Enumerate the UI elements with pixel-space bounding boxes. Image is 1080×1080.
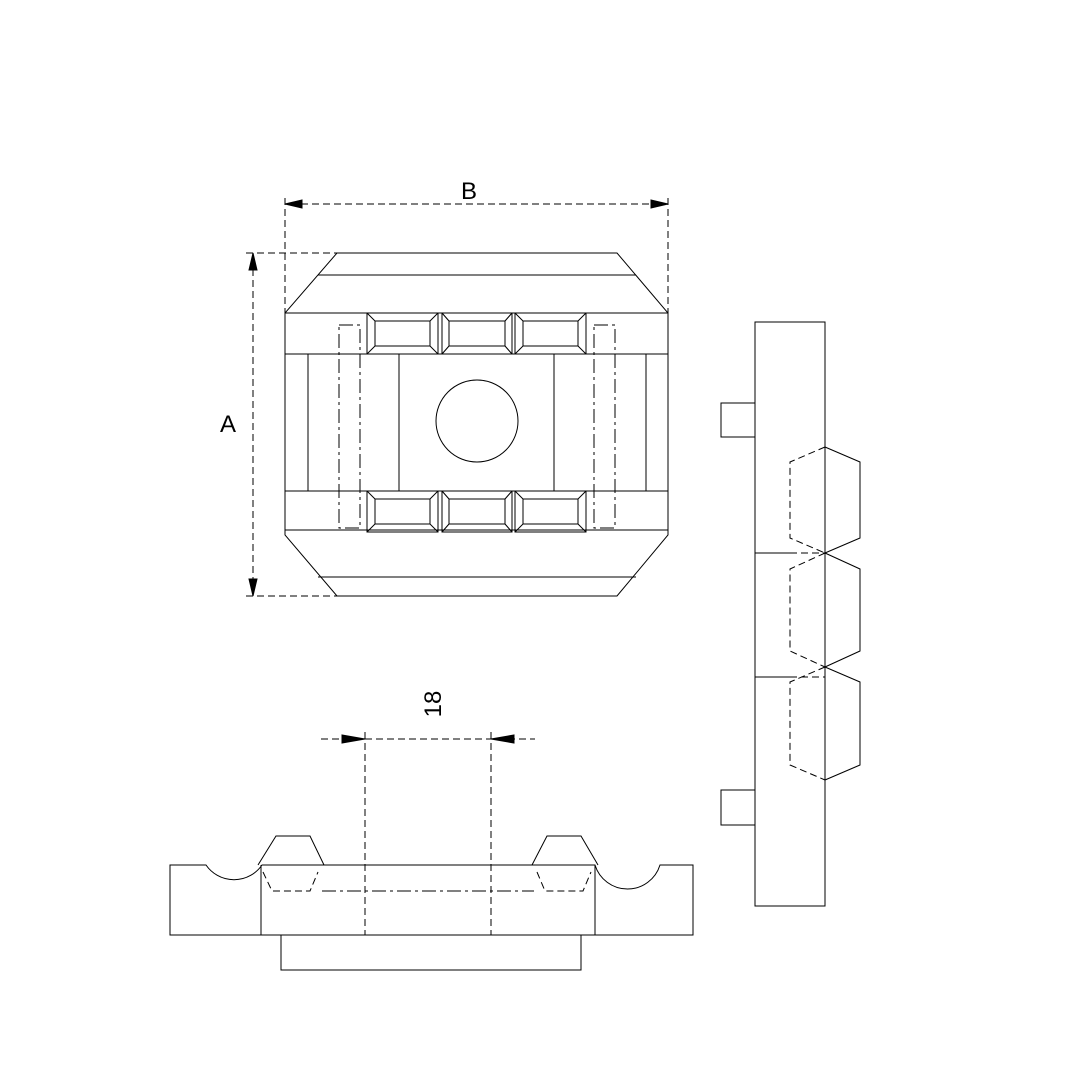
dimension-18: 18 — [321, 691, 535, 744]
left-hidden-slot — [338, 324, 361, 529]
side-tooth-3 — [824, 666, 861, 781]
dimension-b-label: B — [461, 178, 477, 205]
side-upper-pin — [720, 402, 755, 438]
center-bore — [435, 379, 519, 463]
side-tooth-1 — [824, 446, 861, 554]
top-view: B A — [220, 178, 669, 597]
dimension-b: B — [284, 178, 669, 313]
side-view — [720, 321, 861, 907]
front-right-hidden-pocket — [536, 871, 592, 892]
front-right-tooth — [531, 835, 599, 866]
side-lower-pin — [720, 789, 755, 826]
dimension-a-label: A — [220, 411, 236, 438]
right-side-block — [553, 353, 647, 492]
front-left-tooth — [257, 835, 325, 866]
dimension-a: A — [220, 252, 337, 597]
side-tooth-3-hidden — [789, 666, 826, 781]
dimension-18-label: 18 — [420, 691, 447, 718]
upper-teeth — [366, 312, 587, 355]
front-view-body — [169, 864, 694, 936]
left-side-block — [307, 353, 400, 492]
top-view-outline — [284, 252, 669, 597]
side-tooth-1-hidden — [789, 446, 826, 554]
side-tooth-2-hidden — [789, 552, 826, 668]
front-left-hidden-pocket — [262, 871, 319, 892]
lower-teeth — [366, 490, 587, 533]
right-hidden-slot — [593, 324, 616, 529]
front-base-plate — [280, 934, 582, 971]
side-view-body — [754, 321, 826, 907]
side-tooth-2 — [824, 552, 861, 668]
front-view: 18 — [169, 691, 694, 971]
